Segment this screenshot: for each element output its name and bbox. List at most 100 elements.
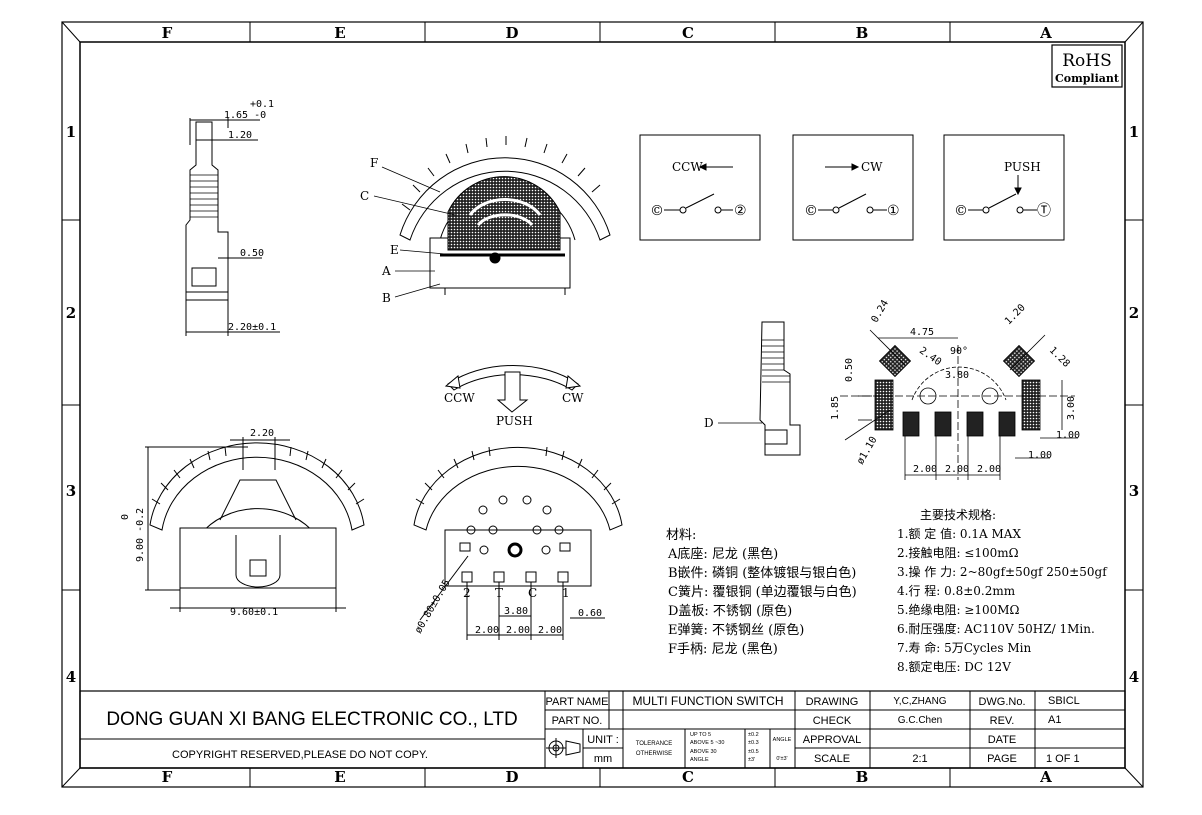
angle-label: ANGLE [773, 737, 792, 743]
material-a: A底座: 尼龙 (黑色) [667, 546, 778, 562]
spec-2: 2.接触电阻: ≤100mΩ [897, 545, 1019, 560]
schematic-cw-pin: ① [887, 203, 900, 219]
tol-row-3: ABOVE 30 [690, 749, 717, 755]
dim-front-220: 2.20 [250, 428, 274, 439]
rev-value: A1 [1048, 714, 1061, 726]
dim-pcb-185: 1.85 [830, 396, 841, 420]
material-b: B嵌件: 磷铜 (整体镀银与银白色) [668, 565, 856, 581]
part-no-label: PART NO. [552, 715, 603, 727]
tol-row-2: ABOVE 5 ~30 [690, 740, 724, 746]
motion-push: PUSH [496, 414, 533, 428]
dim-side-width: 1.65 -0 [224, 110, 266, 121]
pin-t: T [495, 586, 503, 600]
schematic-cw-label: CW [861, 160, 883, 174]
spec-7: 7.寿 命: 5万Cycles Min [897, 640, 1031, 655]
motion-ccw: CCW [444, 391, 475, 405]
material-e: E弹簧: 不锈钢丝 (原色) [668, 622, 804, 638]
tol-value-4: ±3' [748, 757, 755, 763]
pcb-layout [840, 329, 1078, 480]
dim-pcb-300: 3.00 [1066, 396, 1077, 420]
side-detail [718, 321, 801, 456]
otherwise-label: OTHERWISE [636, 751, 672, 757]
dim-pcb-200c: 2.00 [977, 464, 1001, 475]
material-f: F手柄: 尼龙 (黑色) [668, 641, 778, 657]
dim-bottom-200a: 2.00 [475, 625, 499, 636]
motion-cw: CW [562, 391, 584, 405]
dim-side-050: 0.50 [240, 248, 264, 259]
dim-pcb-050: 0.50 [844, 358, 855, 382]
zone-col-a-top: A [1039, 24, 1052, 42]
dim-pcb-200b: 2.00 [945, 464, 969, 475]
dim-front-height: 9.00 -0.2 [135, 508, 146, 562]
part-name-label: PART NAME [546, 696, 609, 708]
tol-row-1: UP TO 5 [690, 732, 711, 738]
motion-symbol [444, 365, 582, 413]
dim-front-width: 9.60±0.1 [230, 607, 278, 618]
drawing-label: DRAWING [806, 696, 859, 708]
materials-list: 材料: A底座: 尼龙 (黑色) B嵌件: 磷铜 (整体镀银与银白色) C簧片:… [666, 528, 857, 657]
front-view [145, 437, 365, 612]
zone-col-f-bottom: F [162, 768, 173, 786]
zone-row-1-right: 1 [1129, 123, 1139, 141]
iso-leaders [373, 166, 456, 298]
date-label: DATE [988, 734, 1017, 746]
tol-row-4: ANGLE [690, 757, 709, 763]
tolerance-label: TOLERANCE [636, 741, 673, 747]
dim-pcb-475: 4.75 [910, 327, 934, 338]
materials-title: 材料: [666, 528, 696, 543]
zone-col-c-bottom: C [682, 768, 694, 786]
iso-label-a: A [381, 264, 391, 278]
dim-pcb-128: 1.28 [1047, 345, 1072, 370]
iso-label-f: F [370, 156, 378, 170]
isometric-view [399, 136, 611, 295]
pin-1: 1 [562, 586, 570, 600]
scale-value: 2:1 [912, 753, 927, 765]
specs-list: 主要技术规格: 1.额 定 值: 0.1A MAX 2.接触电阻: ≤100mΩ… [897, 507, 1108, 674]
spec-1: 1.额 定 值: 0.1A MAX [897, 526, 1021, 541]
page-label: PAGE [987, 753, 1017, 765]
dim-pcb-100b: 1.00 [1028, 450, 1052, 461]
dim-front-height-tol: 0 [120, 514, 131, 520]
schematic-push-label: PUSH [1004, 160, 1041, 174]
spec-8: 8.额定电压: DC 12V [897, 659, 1011, 674]
schematic-cw-common: © [804, 203, 818, 219]
zone-row-4-left: 4 [66, 668, 76, 686]
dwg-no-value: SBICL [1048, 695, 1080, 707]
zone-row-2-right: 2 [1129, 304, 1139, 322]
iso-label-b: B [382, 291, 391, 305]
check-by: G.C.Chen [898, 715, 942, 726]
spec-5: 5.绝缘电阻: ≥100MΩ [897, 602, 1020, 617]
rohs-title: RoHS [1062, 51, 1112, 71]
zone-col-c-top: C [682, 24, 694, 42]
dim-bottom-380: 3.80 [504, 606, 528, 617]
rohs-subtitle: Compliant [1055, 72, 1120, 85]
zone-col-d-bottom: D [505, 768, 518, 786]
dim-bottom-200b: 2.00 [506, 625, 530, 636]
pin-2: 2 [463, 586, 471, 600]
dim-side-tol-plus: +0.1 [250, 99, 274, 110]
zone-row-3-left: 3 [66, 482, 76, 500]
zone-col-b-bottom: B [856, 768, 869, 786]
unit-value: mm [594, 753, 612, 765]
tol-value-1: ±0.2 [748, 732, 759, 738]
spec-4: 4.行 程: 0.8±0.2mm [897, 583, 1016, 598]
tol-value-2: ±0.3 [748, 740, 759, 746]
dim-pcb-380: 3.80 [945, 370, 969, 381]
dim-pcb-024: 0.24 [870, 298, 892, 324]
title-block [79, 690, 1126, 769]
dim-bottom-200c: 2.00 [538, 625, 562, 636]
zone-row-4-right: 4 [1129, 668, 1139, 686]
rohs-badge: RoHS Compliant [1051, 44, 1123, 88]
iso-label-e: E [390, 243, 399, 257]
zone-col-b-top: B [856, 24, 869, 42]
dim-side-220: 2.20±0.1 [228, 322, 276, 333]
dim-side-120: 1.20 [228, 130, 252, 141]
schematic-ccw-label: CCW [672, 160, 703, 174]
part-name-value: MULTI FUNCTION SWITCH [632, 694, 783, 708]
schematic-push-common: © [954, 203, 968, 219]
dim-pcb-240: 2.40 [917, 345, 943, 368]
copyright-notice: COPYRIGHT RESERVED,PLEASE DO NOT COPY. [172, 749, 428, 761]
zone-row-1-left: 1 [66, 123, 76, 141]
spec-3: 3.操 作 力: 2~80gf±50gf 250±50gf [897, 564, 1108, 579]
